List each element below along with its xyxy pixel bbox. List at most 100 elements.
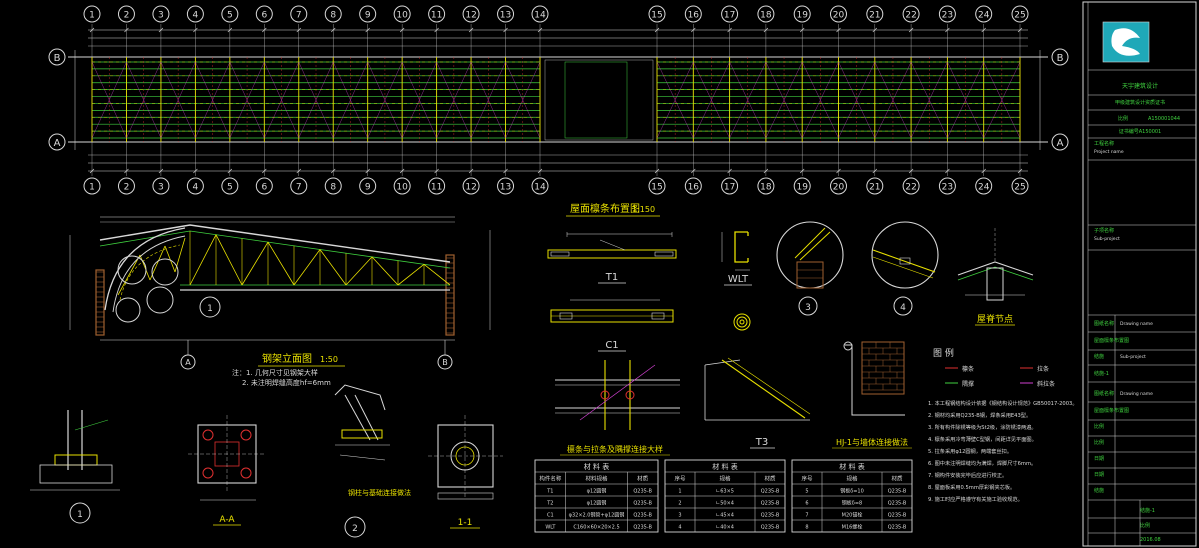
axis-circle-19-top: 19: [793, 5, 811, 23]
axis-circle-25-top: 25: [1011, 5, 1029, 23]
axis-label: 6: [261, 183, 267, 193]
axis-label: 5: [227, 11, 233, 21]
wlt-section: WLT: [721, 231, 752, 331]
axis-circle-9-bottom: 9: [359, 177, 377, 195]
table-title: 材 料 表: [584, 462, 609, 471]
table-cell: M16螺栓: [842, 524, 863, 531]
section-a-a-plan: A-A: [188, 415, 266, 526]
axis-label: 9: [365, 183, 371, 193]
axis-label: 8: [330, 183, 336, 193]
axis-label: 12: [465, 11, 476, 21]
axis-circle-1-top: 1: [83, 5, 101, 23]
ridge-node-title: 屋脊节点: [977, 313, 1013, 325]
axis-label: 4: [193, 11, 199, 21]
cert-no: A150001044: [1148, 116, 1180, 122]
design-note: 3. 所有构件除锈等级为St2级，涂防锈漆两遍。: [928, 423, 1037, 431]
truss-axis-b: B: [442, 358, 448, 367]
table-cell: 2: [678, 501, 681, 507]
field-c: 图纸名称: [1094, 320, 1114, 327]
detail-no-2: 2: [352, 524, 358, 534]
axis-label: 2: [124, 183, 130, 193]
table-header: 材料规格: [585, 475, 608, 483]
axis-label: 6: [261, 11, 267, 21]
row-label-a-right: A: [1057, 138, 1064, 149]
table-title: 材 料 表: [712, 462, 737, 471]
axis-label: 10: [396, 11, 408, 21]
design-note: 2. 钢材均采用Q235-B钢，焊条采用E43型。: [928, 411, 1031, 419]
axis-label: 25: [1014, 183, 1025, 193]
axis-label: 15: [651, 11, 662, 21]
axis-circle-18-bottom: 18: [757, 177, 775, 195]
axis-circle-4-top: 4: [186, 5, 204, 23]
axis-label: 22: [905, 183, 916, 193]
table-cell: φ12圆钢: [587, 500, 607, 507]
table-cell: 钢板δ=10: [840, 488, 864, 495]
axis-label: 15: [651, 183, 662, 193]
axis-circle-21-bottom: 21: [866, 177, 884, 195]
table-cell: 8: [805, 525, 808, 531]
field-b: 子项名称: [1094, 227, 1114, 234]
axis-label: 1: [89, 11, 95, 21]
section-1-1: 1-1: [428, 415, 503, 529]
axis-circle-14-top: 14: [531, 5, 549, 23]
axis-label: 17: [724, 183, 735, 193]
t1-label: T1: [605, 272, 618, 283]
table-cell: T2: [546, 501, 553, 507]
axis-row-a: A: [48, 133, 66, 151]
row-label-b: B: [54, 53, 61, 64]
axis-circle-8-bottom: 8: [324, 177, 342, 195]
axis-circle-13-bottom: 13: [497, 177, 515, 195]
section-11-label: 1-1: [458, 518, 473, 528]
axis-circle-23-bottom: 23: [938, 177, 956, 195]
axis-label: 25: [1014, 11, 1025, 21]
axis-circle-24-top: 24: [975, 5, 993, 23]
table-cell: φ32×2.0钢管+φ12圆钢: [569, 512, 625, 519]
wlt-label: WLT: [728, 274, 749, 285]
table-cell: Q235-B: [888, 525, 907, 531]
table-header: 序号: [801, 475, 813, 483]
date-value: 2016.08: [1140, 537, 1161, 543]
axis-label: 8: [330, 11, 336, 21]
axis-label: 1: [89, 183, 95, 193]
axis-label: 24: [978, 11, 990, 21]
axis-circle-14-bottom: 14: [531, 177, 549, 195]
axis-label: 4: [193, 183, 199, 193]
purlin-detail-title: 檩条与拉条及隅撑连接大样: [567, 444, 663, 454]
design-note: 1. 本工程钢结构设计依据《钢结构设计规范》GB50017-2003。: [928, 399, 1078, 407]
axis-label: 9: [365, 11, 371, 21]
axis-label: 11: [431, 11, 442, 21]
plan-title: 屋面檩条布置图: [570, 202, 640, 215]
axis-circle-23-top: 23: [938, 5, 956, 23]
axis-label: 14: [534, 11, 546, 21]
axis-label: 16: [688, 11, 700, 21]
axis-circle-7-top: 7: [290, 5, 308, 23]
table-cell: Q235-B: [761, 501, 780, 507]
axis-circle-1-bottom: 1: [83, 177, 101, 195]
table-cell: WLT: [545, 525, 556, 531]
table-cell: Q235-B: [633, 513, 652, 519]
title-block: 天宇建筑设计 甲级建筑设计资质证书 比例 A150001044 证书编号A150…: [1082, 1, 1197, 547]
table-cell: 7: [805, 513, 808, 519]
design-note: 7. 钢构件安装完毕后应进行校正。: [928, 471, 1007, 479]
axis-circle-4-bottom: 4: [186, 177, 204, 195]
table-header: 规格: [846, 475, 858, 483]
certificate: 甲级建筑设计资质证书: [1115, 99, 1165, 106]
axis-label: 11: [431, 183, 442, 193]
drawing-no: 结施-1: [1140, 507, 1155, 514]
table-cell: 1: [678, 489, 681, 495]
table-cell: φ12圆钢: [587, 488, 607, 495]
plan-title-group: 屋面檩条布置图 1:150: [566, 202, 660, 217]
legend-title: 图 例: [933, 347, 954, 359]
legend-item-1: 檩条: [962, 365, 974, 373]
axis-circle-15-top: 15: [648, 5, 666, 23]
detail-3: 3: [776, 221, 844, 316]
detail-ref-1: 1: [207, 304, 213, 314]
table-cell: ∟50×4: [716, 501, 734, 507]
table-cell: Q235-B: [888, 501, 907, 507]
axis-label: 5: [227, 183, 233, 193]
axis-label: 19: [796, 11, 808, 21]
company-logo-icon: [1102, 21, 1150, 63]
c1-label: C1: [605, 340, 618, 351]
